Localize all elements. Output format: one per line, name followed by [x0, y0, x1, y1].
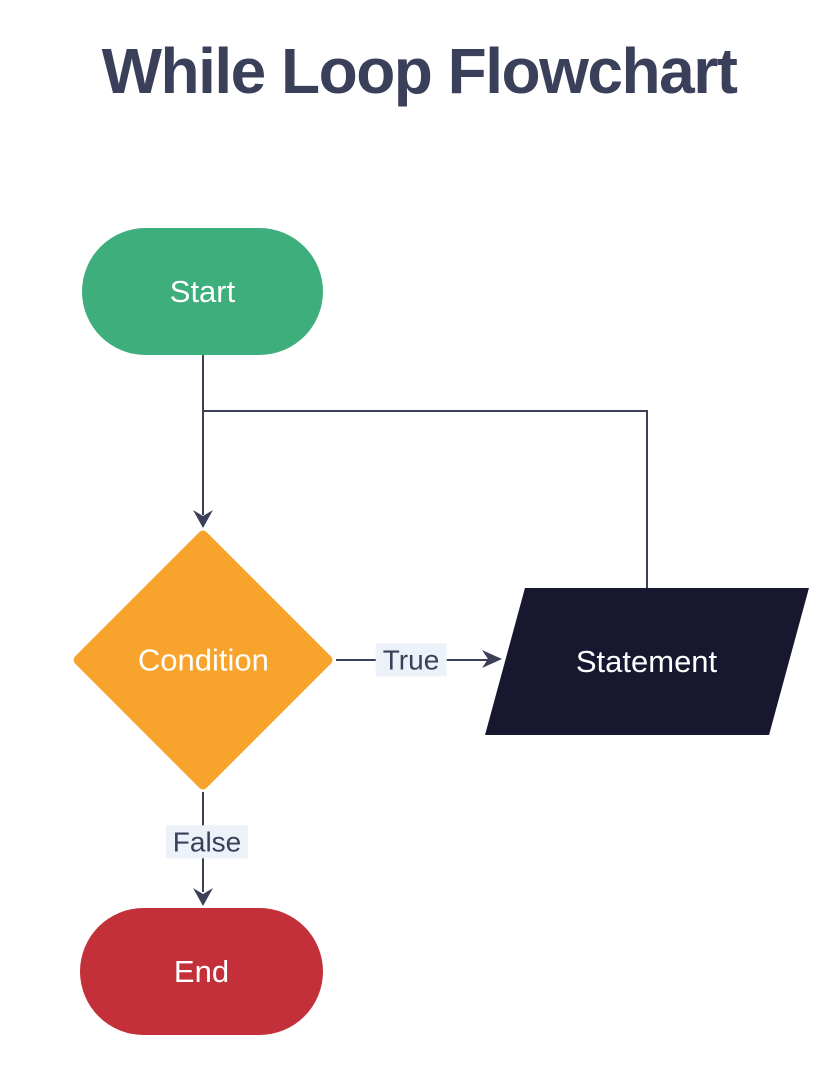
edge-start-to-condition: [202, 355, 204, 515]
node-end-label: End: [173, 953, 230, 989]
edge-statement-loop-vertical: [646, 410, 648, 588]
node-condition-label: Condition: [137, 641, 269, 677]
node-end: End: [80, 908, 323, 1035]
node-start-label: Start: [169, 273, 236, 309]
edge-statement-loop-horizontal: [202, 410, 648, 412]
edge-label-true: True: [375, 643, 447, 677]
node-statement-label: Statement: [576, 643, 718, 679]
edge-label-false: False: [165, 825, 249, 859]
node-statement: Statement: [485, 588, 809, 735]
arrow-right-icon: [482, 650, 502, 668]
page-title: While Loop Flowchart: [101, 35, 738, 107]
arrow-down-icon: [193, 510, 213, 528]
arrow-down-icon: [193, 888, 213, 906]
node-start: Start: [82, 228, 323, 355]
node-condition: Condition: [71, 528, 335, 792]
